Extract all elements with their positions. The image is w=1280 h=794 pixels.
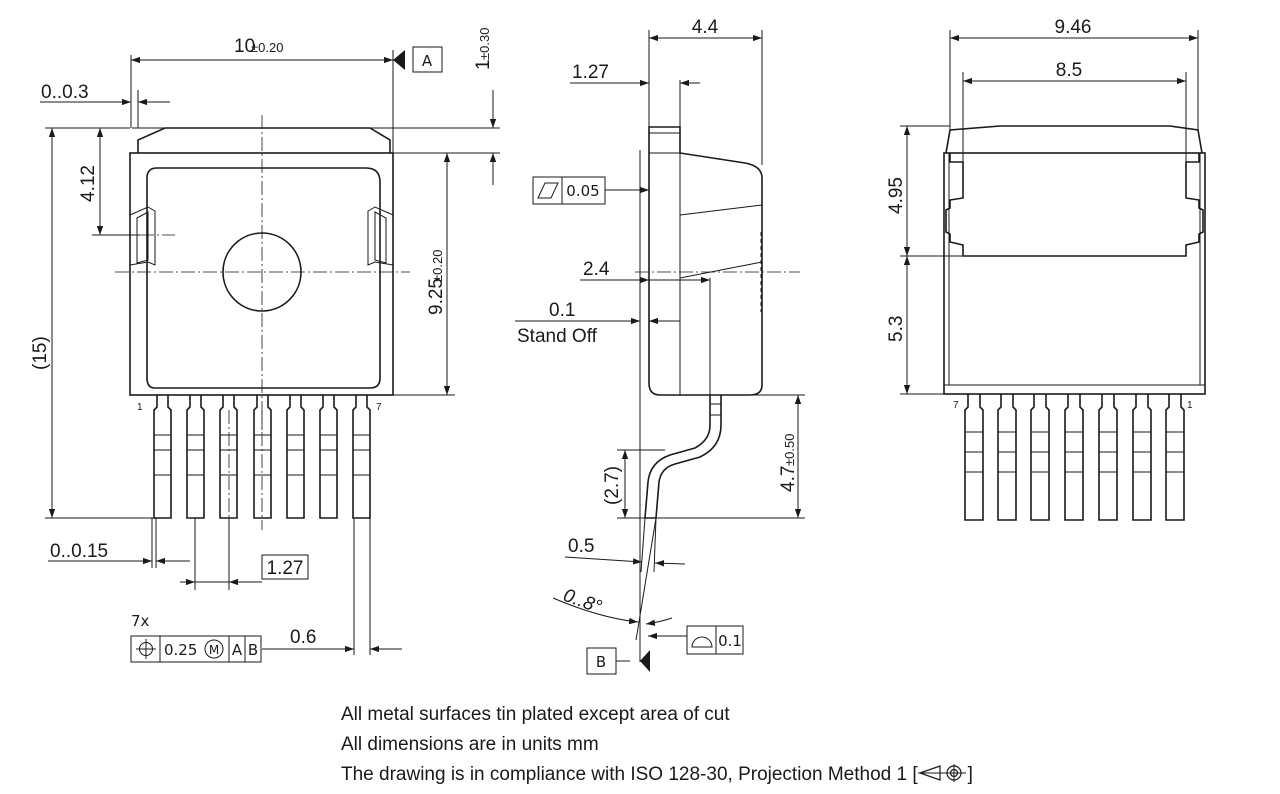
dim-top-height: 1 xyxy=(473,59,494,70)
back-lead-6 xyxy=(1132,394,1152,521)
dim-tab-offset: 0..0.3 xyxy=(41,82,89,103)
profile-icon xyxy=(691,636,713,648)
back-lead-1 xyxy=(964,394,984,521)
dim-lead-height: 2.4 xyxy=(583,259,610,280)
front-view: 1 7 xyxy=(115,115,410,530)
position-count: 7x xyxy=(131,612,150,630)
dim-lead-offset: 0..0.15 xyxy=(50,541,108,562)
dim-lower-height: 5.3 xyxy=(886,316,907,342)
dim-foot-length: (2.7) xyxy=(602,466,623,505)
flatness-value: 0.05 xyxy=(566,182,599,200)
dim-angle: 0..8° xyxy=(560,585,604,618)
side-view xyxy=(635,126,800,519)
dim-tab-thickness: 1.27 xyxy=(572,62,609,83)
back-pin-1-label: 1 xyxy=(1187,400,1193,411)
back-lead-4 xyxy=(1064,394,1084,521)
back-view: 7 1 xyxy=(943,125,1206,521)
dim-top-height-tol: ±0.30 xyxy=(477,28,492,60)
standoff-label: Stand Off xyxy=(517,326,598,347)
dim-lead-length: 4.7 xyxy=(778,466,799,492)
front-lead-1 xyxy=(153,395,172,519)
front-lead-2 xyxy=(186,395,205,519)
dim-upper-height: 4.95 xyxy=(886,177,907,214)
front-pin-7-label: 7 xyxy=(376,402,382,413)
dim-thickness: 4.4 xyxy=(692,17,719,38)
back-lead-5 xyxy=(1098,394,1118,521)
note-projection-text: The drawing is in compliance with ISO 12… xyxy=(341,764,918,785)
dim-lead-length-tol: ±0.50 xyxy=(782,434,797,466)
projection-method-1-icon xyxy=(917,764,966,782)
front-lead-6 xyxy=(319,395,338,519)
front-pin-1-label: 1 xyxy=(137,402,143,413)
side-view-dimensions: 4.4 1.27 0.05 2.4 0.1 Stand Off 4.7 ±0.5… xyxy=(515,17,805,675)
dim-back-width: 9.46 xyxy=(1055,17,1092,38)
front-lead-7 xyxy=(352,395,371,519)
dim-standoff: 0.1 xyxy=(549,300,575,321)
position-value: 0.25 xyxy=(164,641,197,659)
datum-b-label: B xyxy=(596,653,606,671)
position-datum-b: B xyxy=(248,641,258,659)
profile-value: 0.1 xyxy=(718,632,742,650)
dim-overall-height: (15) xyxy=(30,336,51,370)
drawing-notes: All metal surfaces tin plated except are… xyxy=(341,700,973,790)
front-view-dimensions: 10 ±0.20 A 1 ±0.30 0..0.3 4.12 (15) 9.25… xyxy=(30,28,500,663)
note-units: All dimensions are in units mm xyxy=(341,734,599,755)
dim-body-height-tol: ±0.20 xyxy=(430,250,445,282)
flatness-icon xyxy=(537,182,559,199)
position-datum-a: A xyxy=(232,641,243,659)
datum-a-label: A xyxy=(422,52,433,70)
dim-pad-width: 8.5 xyxy=(1056,60,1082,81)
front-lead-4 xyxy=(253,395,272,519)
note-projection-end: ] xyxy=(967,764,973,785)
back-lead-2 xyxy=(997,394,1017,521)
mmc-modifier-icon xyxy=(204,639,224,659)
back-lead-7 xyxy=(1165,394,1185,521)
dim-width: 10 xyxy=(234,36,255,57)
back-pin-7-label: 7 xyxy=(953,400,959,411)
front-lead-3 xyxy=(219,395,238,519)
dim-body-height: 9.25 xyxy=(426,278,447,315)
position-icon xyxy=(136,639,156,659)
dim-pitch: 1.27 xyxy=(267,558,304,579)
front-lead-5 xyxy=(286,395,305,519)
dim-hole-offset: 4.12 xyxy=(78,165,99,202)
mmc-modifier: M xyxy=(209,643,219,657)
back-view-dimensions: 9.46 8.5 4.95 5.3 xyxy=(886,17,1199,395)
back-lead-3 xyxy=(1030,394,1050,521)
dim-lead-thickness: 0.5 xyxy=(568,536,594,557)
dim-width-tol: ±0.20 xyxy=(251,40,283,55)
note-projection: The drawing is in compliance with ISO 12… xyxy=(341,760,973,790)
dim-lead-width: 0.6 xyxy=(290,627,316,648)
note-tin-plated: All metal surfaces tin plated except are… xyxy=(341,704,730,725)
